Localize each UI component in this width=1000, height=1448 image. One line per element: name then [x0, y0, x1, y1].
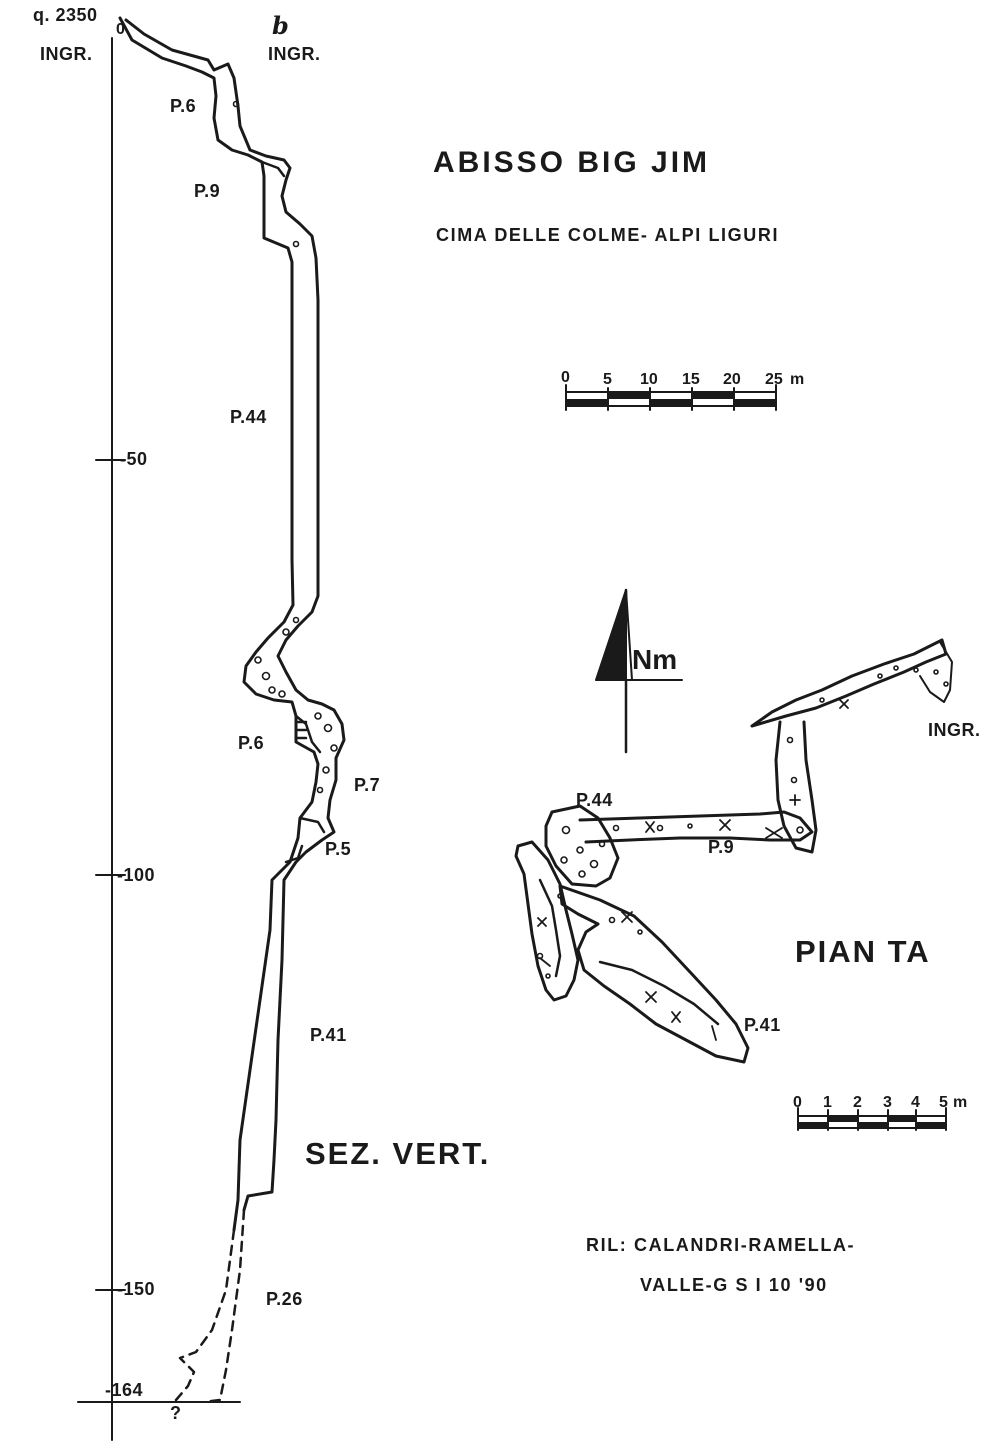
section-dashed-left	[174, 1228, 236, 1402]
plan-debris	[536, 665, 949, 979]
depth-label-100: -100	[117, 865, 156, 885]
entrance-altitude: q. 2350	[33, 5, 98, 25]
scale-plan-label-3: 3	[883, 1094, 892, 1111]
scale-vertical-label-15: 15	[682, 371, 700, 388]
section-pit-p9: P.9	[194, 181, 221, 201]
scale-vertical-label-5: 5	[603, 371, 612, 388]
plan-horizontal-passage	[578, 810, 814, 844]
section-pit-p5: P.5	[325, 839, 352, 859]
map-subtitle: CIMA DELLE COLME- ALPI LIGURI	[436, 225, 780, 245]
depth-label-50: -50	[120, 449, 148, 469]
plan-entrance-passage-2	[919, 641, 953, 703]
section-debris	[232, 100, 338, 794]
section-pit-p7: P.7	[354, 775, 381, 795]
scale-bar-vertical	[565, 384, 777, 411]
plan-west-branch-inner	[538, 878, 562, 978]
plan-southeast-passage	[558, 884, 750, 1064]
north-arrow-icon	[595, 588, 683, 754]
section-ledge-2	[294, 714, 322, 754]
scale-plan-label-2: 2	[853, 1094, 862, 1111]
scale-vertical-label-0: 0	[561, 369, 570, 386]
plan-pit-p9: P.9	[708, 837, 735, 857]
section-title: SEZ. VERT.	[305, 1136, 491, 1171]
scale-plan-label-5: 5	[939, 1094, 948, 1111]
depth-label-164: -164	[105, 1380, 144, 1400]
plan-pit-p44: P.44	[576, 790, 613, 810]
section-drip-marks	[296, 720, 308, 740]
plan-west-branch	[514, 840, 580, 1002]
section-right-wall	[124, 18, 346, 1212]
section-pit-p44: P.44	[230, 407, 267, 427]
scale-plan-label-1: 1	[823, 1094, 832, 1111]
section-ledge-4	[284, 844, 304, 864]
scale-vertical-label-10: 10	[640, 371, 658, 388]
plan-pit-p41: P.41	[744, 1015, 781, 1035]
scale-vertical-label-25: 25	[765, 371, 783, 388]
plan-title: PIAN TA	[795, 934, 931, 969]
depth-zero: 0	[116, 21, 125, 38]
plan-entrance-passage	[750, 638, 948, 728]
plan-vertical-passage	[774, 720, 818, 854]
scale-plan-label-0: 0	[793, 1094, 802, 1111]
scale-vertical-label-20: 20	[723, 371, 741, 388]
section-pit-p41: P.41	[310, 1025, 347, 1045]
section-ledge-3	[298, 816, 326, 834]
scale-plan-label-4: 4	[911, 1094, 920, 1111]
north-label: Nm	[632, 644, 678, 675]
map-title: ABISSO BIG JIM	[433, 146, 711, 179]
scale-vertical-unit: m	[790, 371, 805, 388]
section-left-wall	[118, 16, 320, 1232]
section-dashed-right	[202, 1208, 246, 1404]
section-ledge-1	[260, 160, 286, 178]
section-pit-p26: P.26	[266, 1289, 303, 1309]
section-pit-p6-lower: P.6	[238, 733, 265, 753]
credits-line-1: RIL: CALANDRI-RAMELLA-	[586, 1235, 856, 1255]
plan-chamber-p44	[544, 804, 620, 888]
entrance-b-label: INGR.	[268, 44, 321, 64]
unknown-continuation-mark: ?	[170, 1403, 182, 1423]
entrance-b-letter: b	[272, 11, 289, 40]
credits-line-2: VALLE-G S I 10 '90	[640, 1275, 828, 1295]
plan-entrance-label: INGR.	[928, 720, 981, 740]
scale-plan-unit: m	[953, 1094, 968, 1111]
scale-bar-plan	[797, 1107, 947, 1131]
section-pit-p6-top: P.6	[170, 96, 197, 116]
plan-southeast-inner	[598, 960, 720, 1026]
plan-survey-marks	[537, 699, 849, 1041]
depth-label-150: -150	[117, 1279, 156, 1299]
entrance-label: INGR.	[40, 44, 93, 64]
